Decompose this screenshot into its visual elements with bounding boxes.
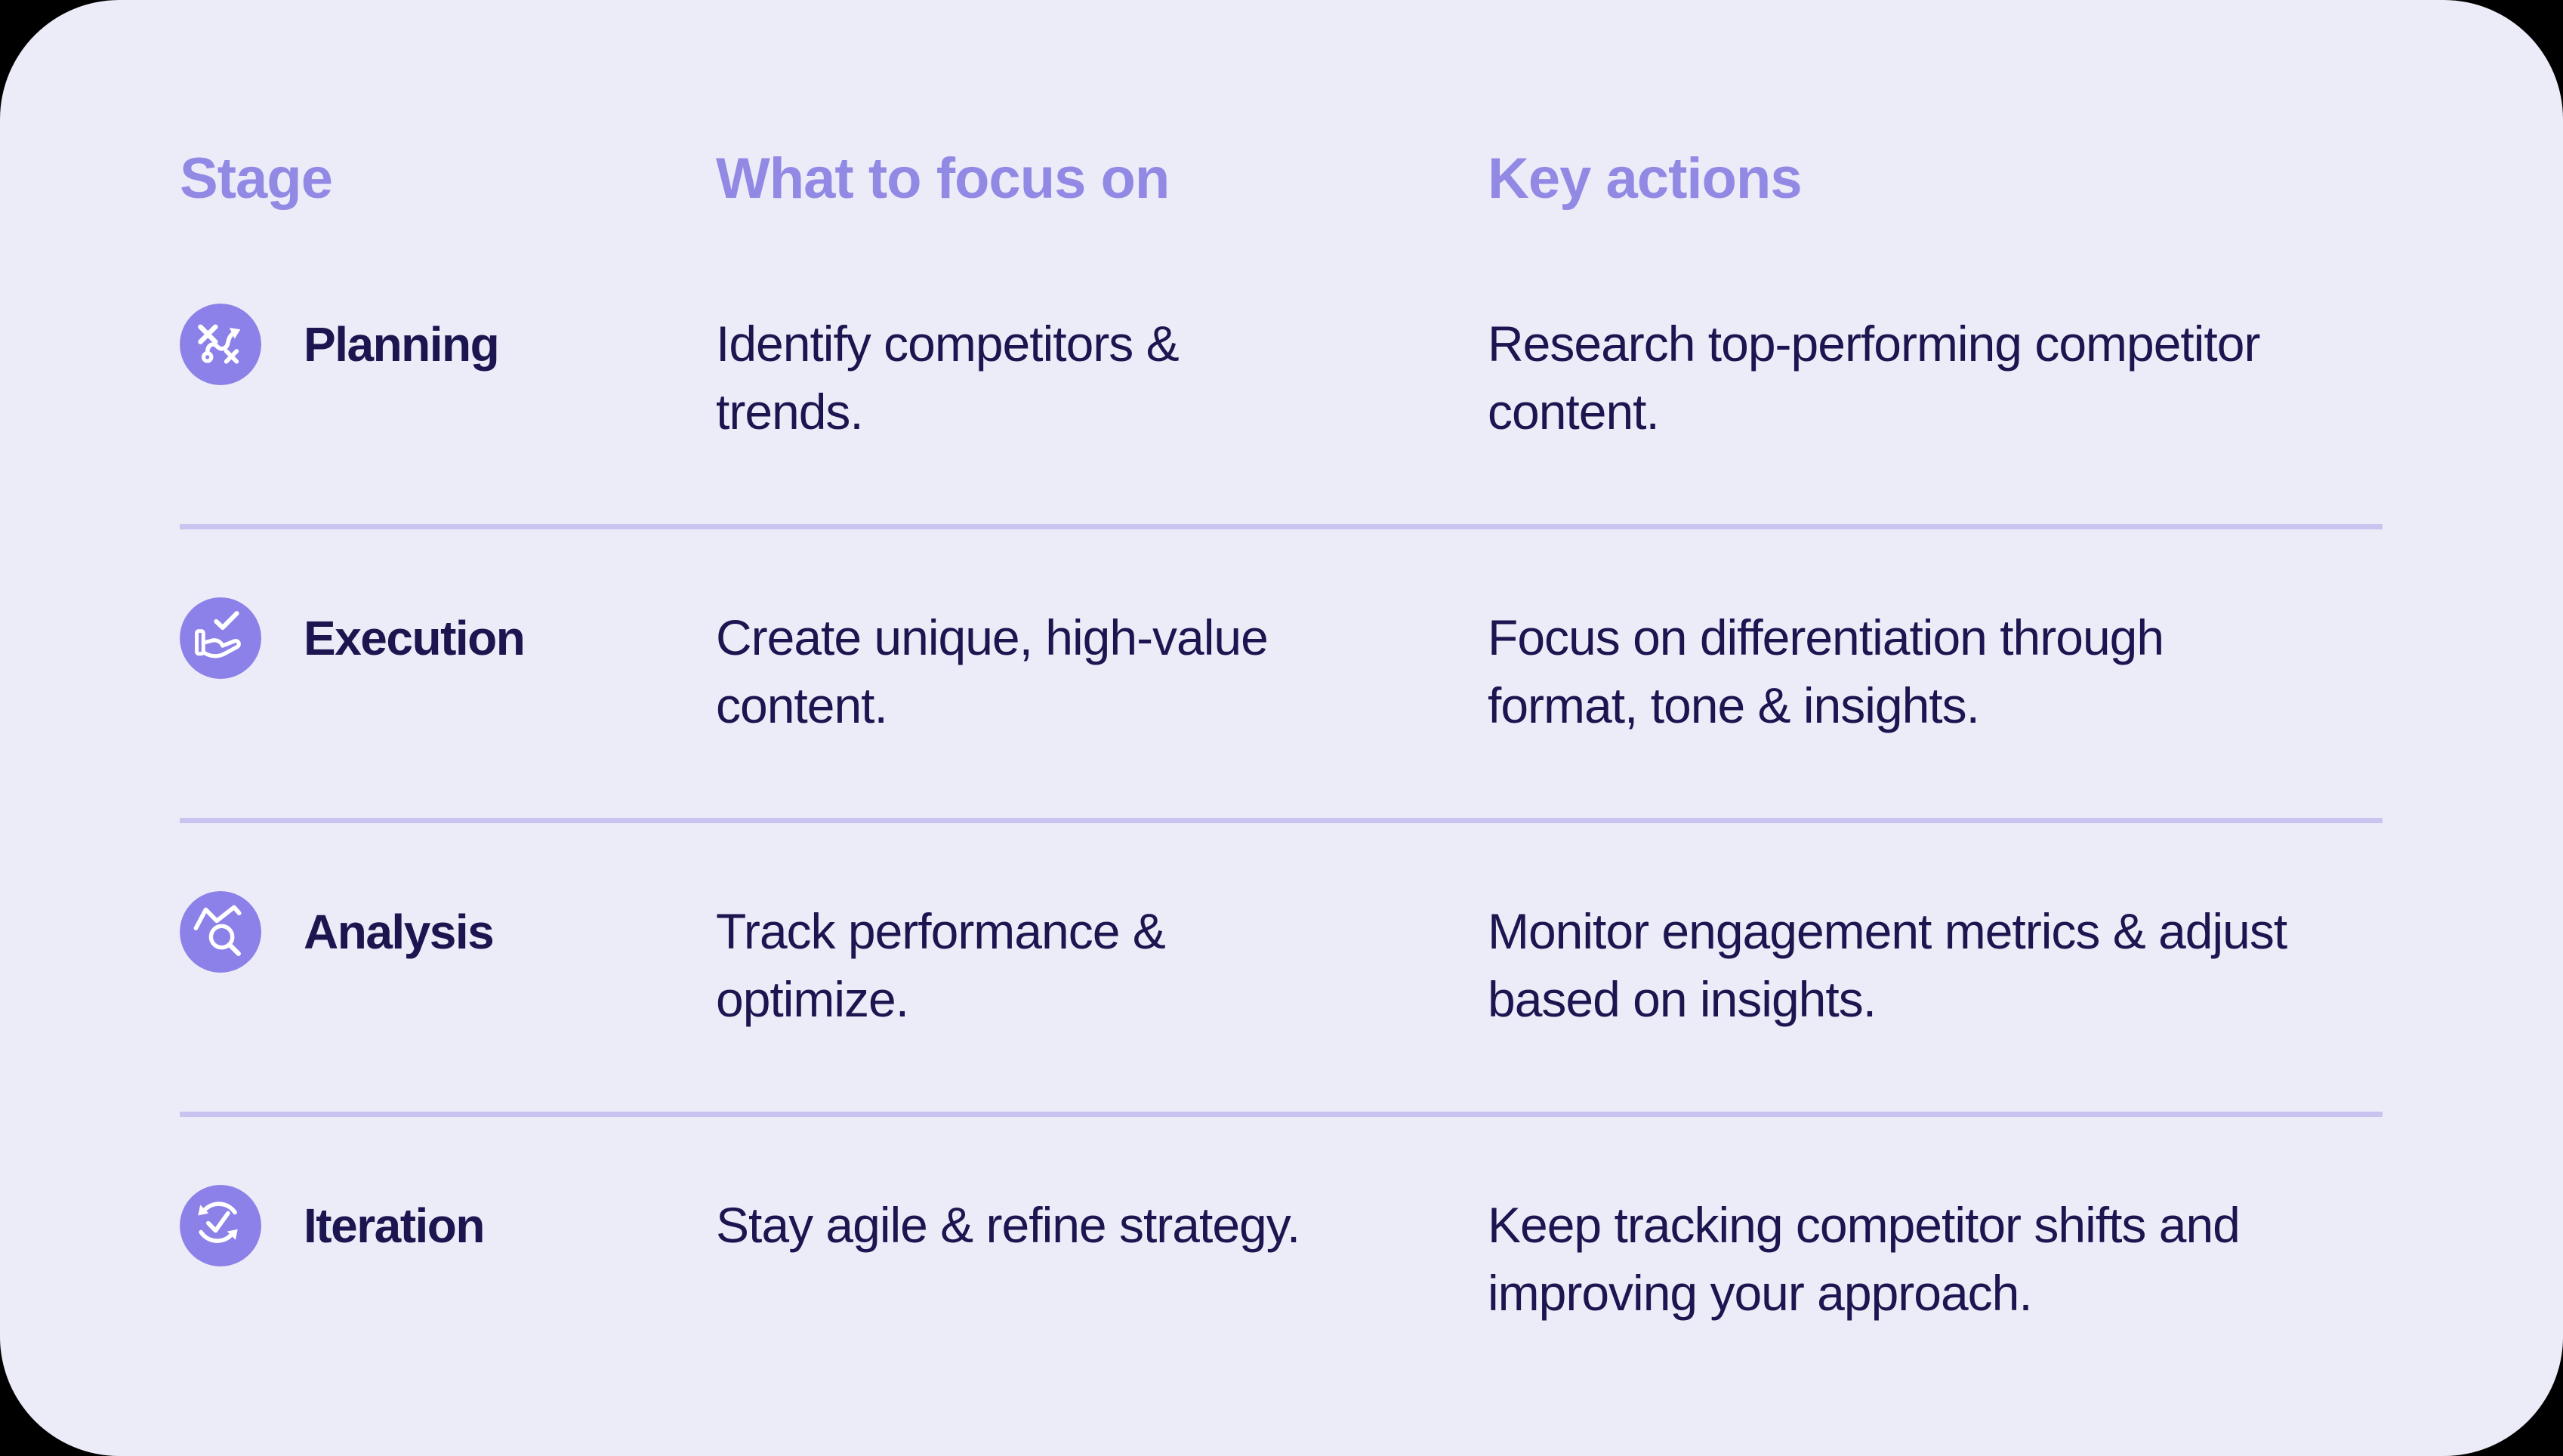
column-header-stage: Stage	[180, 147, 333, 211]
chart-magnifier-icon	[180, 891, 261, 973]
row-divider	[180, 524, 2383, 530]
focus-cell: Create unique, high-value content.	[716, 609, 1269, 734]
focus-cell: Stay agile & refine strategy.	[716, 1197, 1300, 1254]
focus-cell: Identify competitors & trends.	[716, 316, 1180, 440]
table-row-analysis: Analysis Track performance & optimize. M…	[180, 891, 2383, 1038]
actions-cell: Keep tracking competitor shifts and impr…	[1488, 1197, 2241, 1322]
stage-cell: Analysis	[180, 891, 716, 973]
column-header-actions: Key actions	[1488, 147, 1803, 211]
stage-cell: Execution	[180, 597, 716, 680]
stage-cell: Planning	[180, 304, 716, 386]
strategy-icon	[180, 304, 261, 386]
focus-cell: Track performance & optimize.	[716, 903, 1166, 1028]
actions-cell: Monitor engagement metrics & adjust base…	[1488, 903, 2287, 1028]
column-header-focus: What to focus on	[716, 147, 1170, 211]
actions-cell: Research top-performing competitor conte…	[1488, 316, 2260, 440]
actions-cell: Focus on differentiation through format,…	[1488, 609, 2164, 734]
row-divider	[180, 818, 2383, 824]
hand-check-icon	[180, 597, 261, 680]
stage-cell: Iteration	[180, 1185, 716, 1267]
row-divider	[180, 1112, 2383, 1118]
table-row-iteration: Iteration Stay agile & refine strategy. …	[180, 1185, 2383, 1331]
table-header-row: Stage What to focus on Key actions	[180, 144, 2383, 213]
stage-label: Planning	[304, 317, 500, 372]
table-row-execution: Execution Create unique, high-value cont…	[180, 597, 2383, 744]
stage-label: Iteration	[304, 1198, 485, 1254]
table-row-planning: Planning Identify competitors & trends. …	[180, 304, 2383, 450]
stage-label: Execution	[304, 611, 526, 666]
stage-label: Analysis	[304, 905, 495, 960]
sync-check-icon	[180, 1185, 261, 1267]
